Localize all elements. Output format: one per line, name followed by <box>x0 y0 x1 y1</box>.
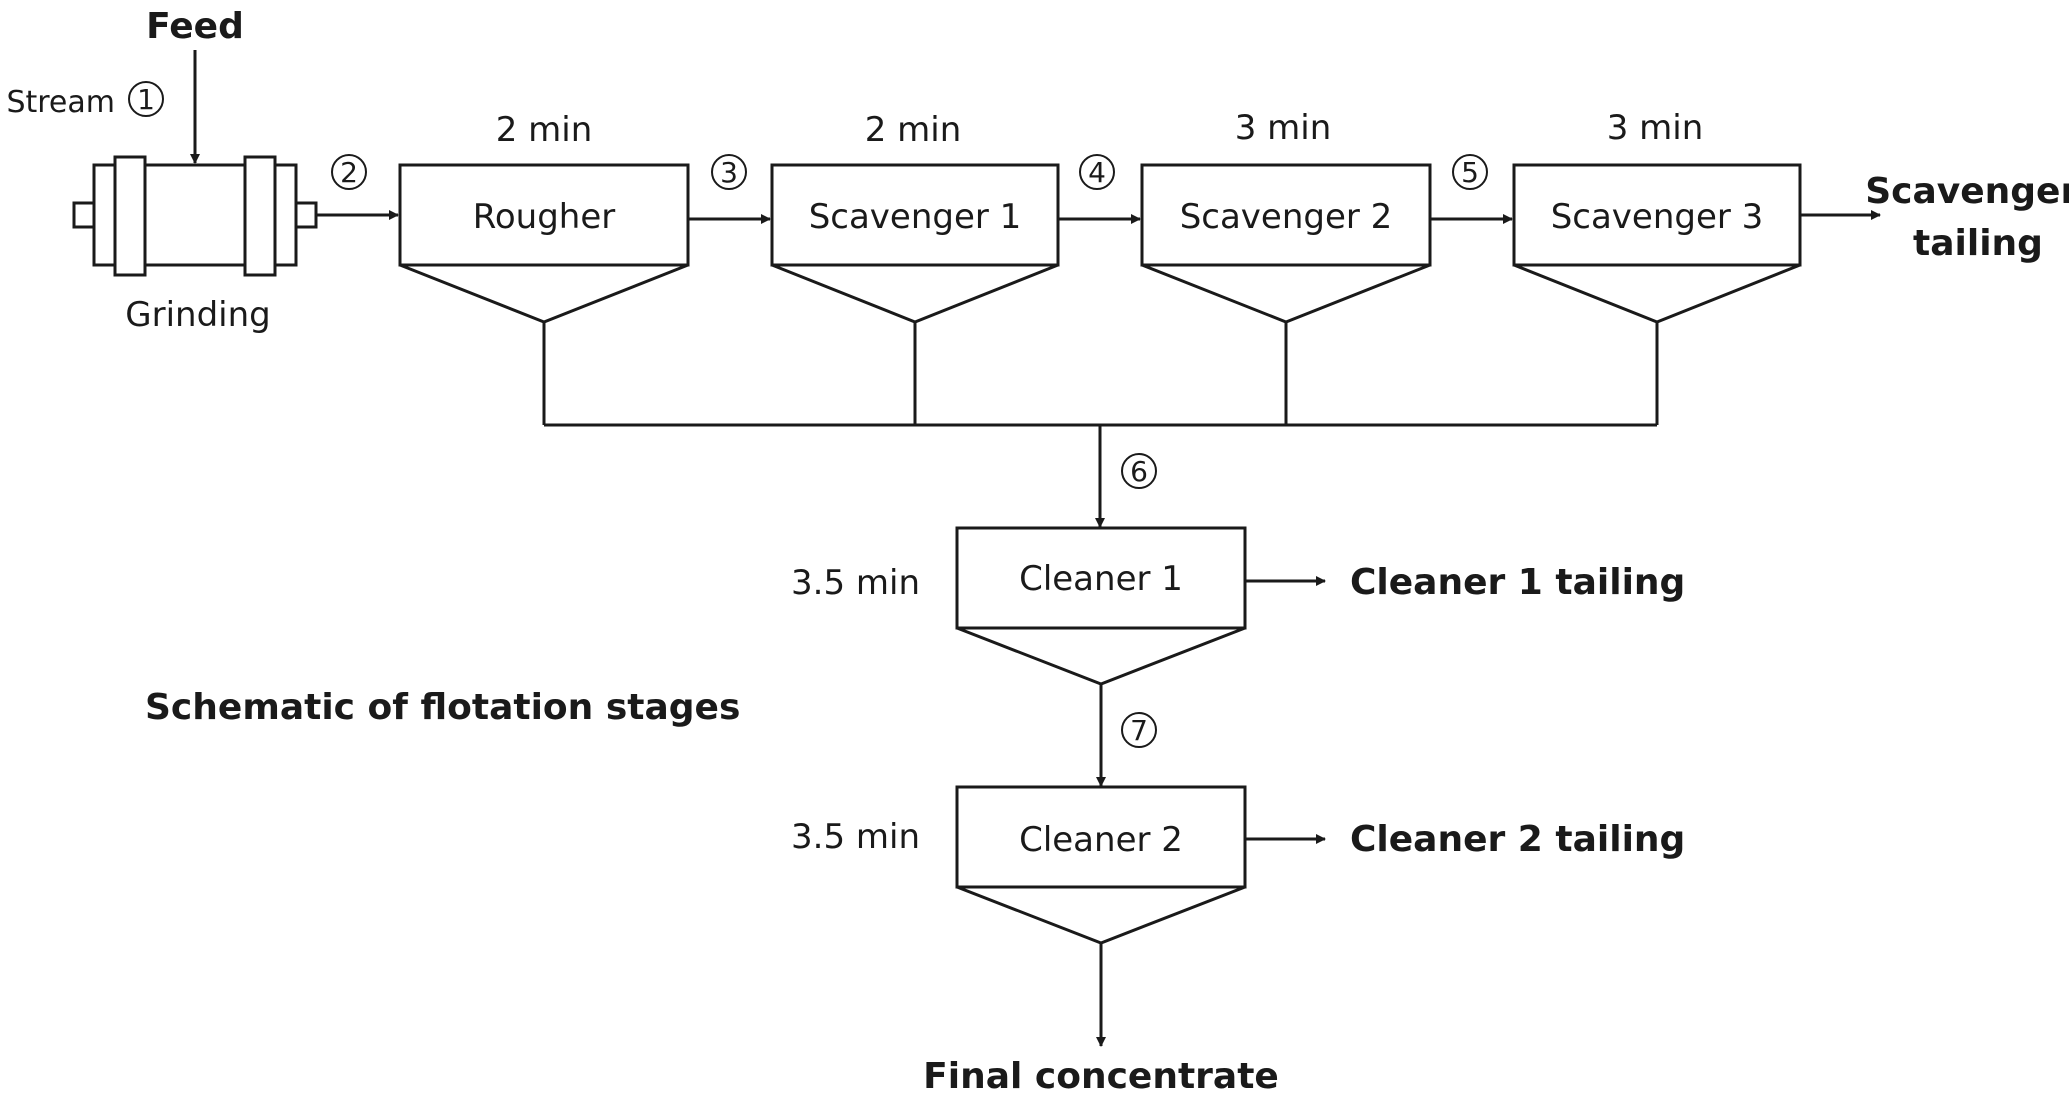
cleaner-1-tailing-label: Cleaner 1 tailing <box>1350 562 1685 603</box>
stream-badge-6: 6 <box>1121 453 1157 489</box>
grinding-label: Grinding <box>125 295 270 335</box>
scavenger-1-label: Scavenger 1 <box>809 197 1022 237</box>
stream-badge-2: 2 <box>331 154 367 190</box>
scavenger-1-time: 2 min <box>865 110 962 150</box>
rougher-cell: Rougher <box>398 163 690 324</box>
rougher-time: 2 min <box>496 110 593 150</box>
cleaner-1-cell: Cleaner 1 <box>955 526 1247 686</box>
cleaner-2-tailing-label: Cleaner 2 tailing <box>1350 819 1685 860</box>
stream-badge-4: 4 <box>1079 154 1115 190</box>
svg-text:1: 1 <box>137 83 155 116</box>
svg-text:7: 7 <box>1130 714 1148 747</box>
scavenger-2-time: 3 min <box>1235 108 1332 148</box>
rougher-label: Rougher <box>473 197 615 237</box>
diagram-caption: Schematic of flotation stages <box>145 687 740 728</box>
grinding-mill-icon <box>72 155 318 277</box>
svg-text:3: 3 <box>720 156 738 189</box>
svg-text:2: 2 <box>340 156 358 189</box>
svg-text:6: 6 <box>1130 455 1148 488</box>
cleaner-2-cell: Cleaner 2 <box>955 785 1247 945</box>
feed-label: Feed <box>146 6 244 47</box>
scavenger-2-label: Scavenger 2 <box>1180 197 1393 237</box>
stream-badge-5: 5 <box>1452 154 1488 190</box>
final-concentrate-label: Final concentrate <box>923 1056 1279 1096</box>
stream-badge-7: 7 <box>1121 712 1157 748</box>
cleaner-1-time: 3.5 min <box>791 563 920 603</box>
concentrate-collector <box>542 322 1659 427</box>
scavenger-3-label: Scavenger 3 <box>1551 197 1764 237</box>
scavenger-tailing-label: Scavenger tailing <box>1865 171 2069 264</box>
stream-badge-3: 3 <box>711 154 747 190</box>
cleaner-2-time: 3.5 min <box>791 817 920 857</box>
scavenger-3-cell: Scavenger 3 <box>1512 163 1802 324</box>
scavenger-2-cell: Scavenger 2 <box>1140 163 1432 324</box>
svg-text:4: 4 <box>1088 156 1106 189</box>
scavenger-1-cell: Scavenger 1 <box>770 163 1060 324</box>
cleaner-1-label: Cleaner 1 <box>1019 559 1183 599</box>
cleaner-2-label: Cleaner 2 <box>1019 820 1183 860</box>
stream-badge-1: 1 <box>128 81 164 117</box>
scavenger-3-time: 3 min <box>1607 108 1704 148</box>
svg-text:5: 5 <box>1461 156 1479 189</box>
stream-word: Stream <box>6 85 115 120</box>
